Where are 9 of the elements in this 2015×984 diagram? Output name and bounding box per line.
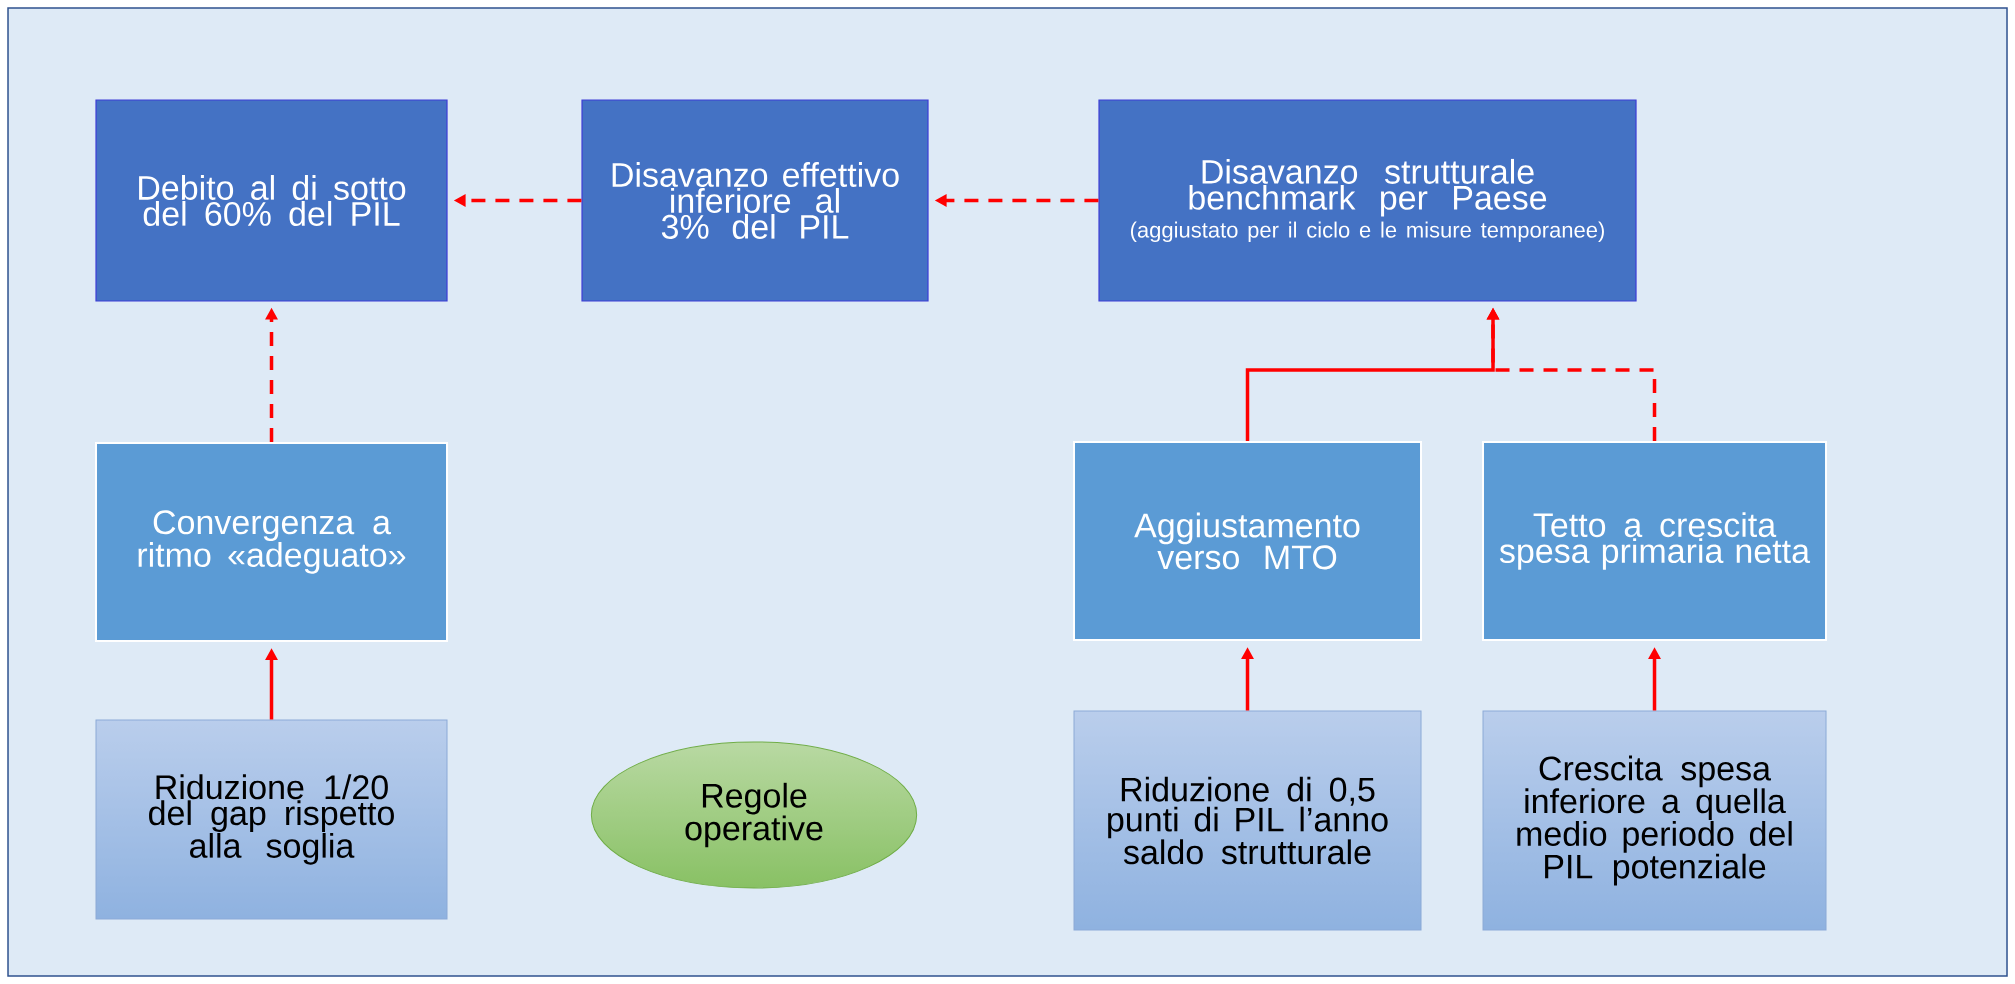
process-box: Disavanzo effettivo inferiore al 3% del PIL	[581, 99, 929, 302]
rule-box: Crescita spesa inferiore a quella medio periodo del PIL potenziale	[1482, 710, 1827, 931]
rule-box: Riduzione di 0,5 punti di PIL l’anno saldo strutturale	[1073, 710, 1422, 931]
process-box: Disavanzo strutturale benchmark per Paese (aggiustato per il ciclo e le misure temporanee)	[1098, 99, 1637, 302]
process-box: Convergenza a ritmo «adeguato»	[95, 442, 448, 642]
process-box: Debito al di sotto del 60% del PIL	[95, 99, 448, 302]
process-box: Aggiustamento verso MTO	[1073, 441, 1422, 641]
process-box: Tetto a crescita spesa primaria netta	[1482, 441, 1827, 641]
rule-box: Riduzione 1/20 del gap rispetto alla soglia	[95, 719, 448, 920]
